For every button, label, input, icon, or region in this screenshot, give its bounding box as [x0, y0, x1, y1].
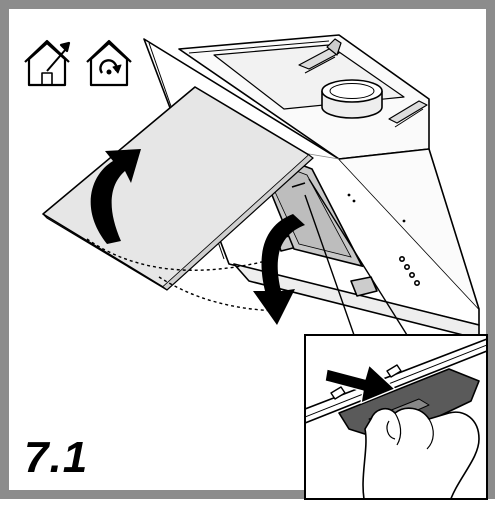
- push-arrow-icon: [324, 364, 396, 404]
- step-number: 7.1: [24, 433, 89, 482]
- installation-diagram: [24, 34, 488, 500]
- hand: [362, 407, 480, 498]
- house-with-recirculation-icon: [86, 39, 132, 87]
- lift-arrow-icon: [90, 149, 141, 244]
- lower-arrow-icon: [253, 214, 305, 325]
- detail-leader: [304, 178, 408, 336]
- motor-outlet: [321, 79, 383, 119]
- house-with-outlet-arrow-icon: [24, 39, 71, 87]
- motion-paths: [86, 238, 280, 312]
- detail-inset: [304, 334, 488, 500]
